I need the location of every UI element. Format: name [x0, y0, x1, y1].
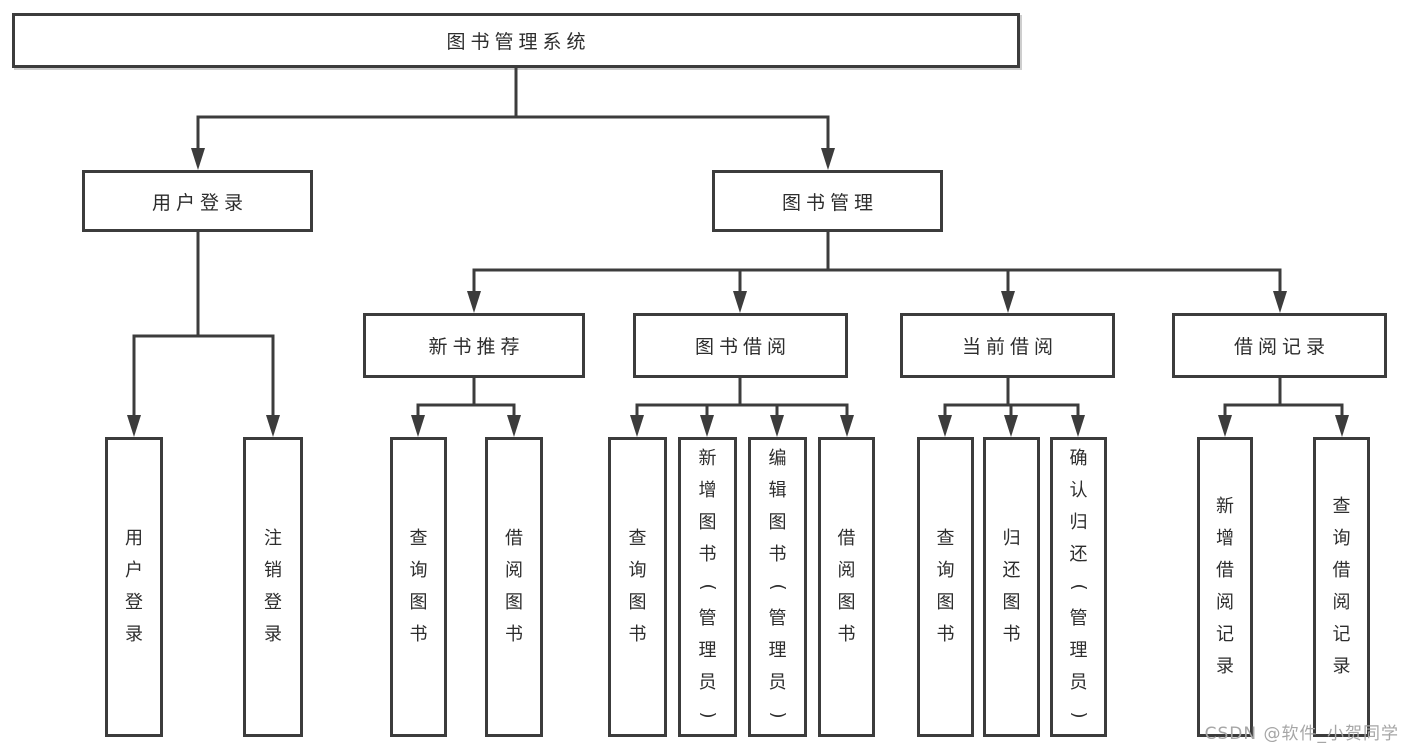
- watermark: CSDN @软件_小贺同学: [1204, 724, 1399, 744]
- leaf-bb-add-books-admin: 新增图书(管理员): [678, 437, 737, 737]
- leaf-nb-borrow-books: 借阅图书: [485, 437, 543, 737]
- leaf-br-add-record: 新增借阅记录: [1197, 437, 1253, 737]
- node-current-borrow: 当前借阅: [900, 313, 1115, 378]
- leaf-logout: 注销登录: [243, 437, 303, 737]
- node-book-borrow: 图书借阅: [633, 313, 848, 378]
- leaf-nb-query-books: 查询图书: [390, 437, 447, 737]
- node-root: 图书管理系统: [12, 13, 1020, 68]
- leaf-br-query-record: 查询借阅记录: [1313, 437, 1370, 737]
- leaf-cb-query-books: 查询图书: [917, 437, 974, 737]
- leaf-cb-return-books: 归还图书: [983, 437, 1040, 737]
- node-book-management: 图书管理: [712, 170, 943, 232]
- leaf-bb-edit-books-admin: 编辑图书(管理员): [748, 437, 807, 737]
- node-borrow-records: 借阅记录: [1172, 313, 1387, 378]
- leaf-bb-borrow-books: 借阅图书: [818, 437, 875, 737]
- node-new-book-recommend: 新书推荐: [363, 313, 585, 378]
- node-user-login: 用户登录: [82, 170, 313, 232]
- leaf-bb-query-books: 查询图书: [608, 437, 667, 737]
- leaf-cb-confirm-return-admin: 确认归还(管理员): [1050, 437, 1107, 737]
- leaf-user-login: 用户登录: [105, 437, 163, 737]
